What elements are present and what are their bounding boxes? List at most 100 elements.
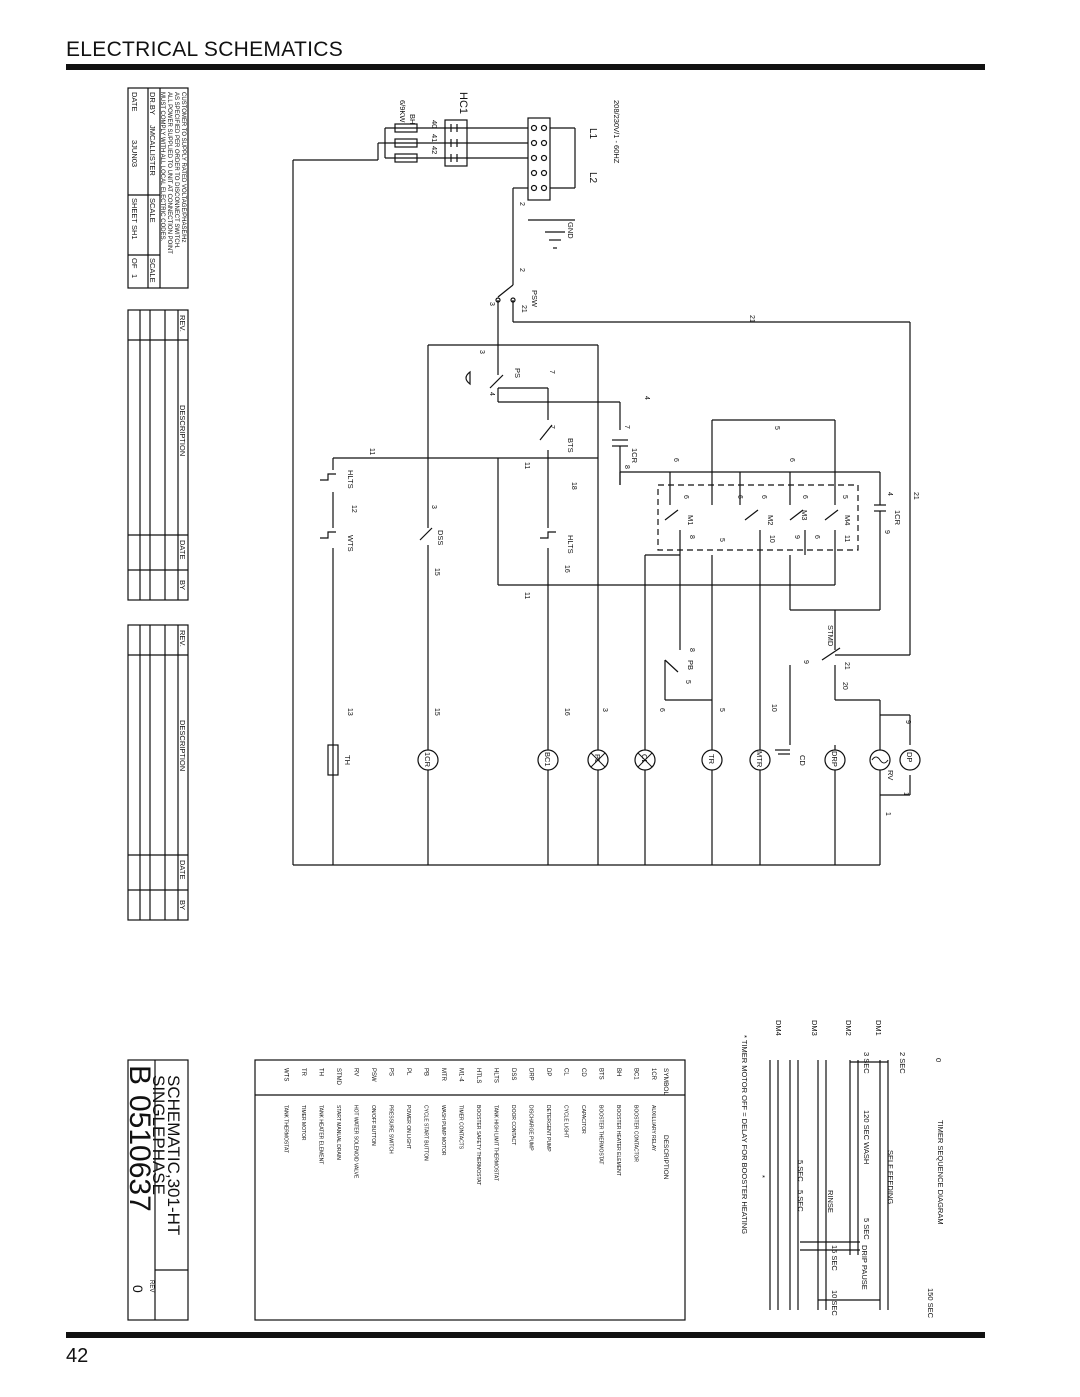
wire-number: 2: [518, 202, 525, 206]
legend-symbol: M1-4: [458, 1068, 464, 1082]
timer-note: * TIMER MOTOR OFF = DELAY FOR BOOSTER HE…: [740, 1035, 749, 1234]
rev-table-2-desc: DESCRIPTION: [178, 720, 187, 771]
legend-symbol: CD: [580, 1068, 586, 1077]
wts-label: WTS: [346, 535, 355, 552]
bc1-load-label: BC1: [543, 752, 552, 767]
wire-number: 9: [802, 660, 809, 664]
legend-symbol: RV: [353, 1068, 359, 1076]
timer-rinse: RINSE: [826, 1190, 835, 1213]
wire-number: 5: [841, 495, 848, 499]
legend-symbol: WTS: [283, 1068, 289, 1081]
m2-label: M2: [766, 515, 775, 525]
legend-description: HOT WATER SOLENOID VALVE: [353, 1105, 359, 1179]
date-label: DATE: [130, 92, 139, 111]
mtr-load-label: MTR: [755, 751, 764, 768]
heater-element-3: [394, 153, 418, 163]
dp-load-label: DP: [905, 752, 914, 762]
legend-description: AUXILLIARY RELAY: [650, 1105, 656, 1152]
legend-description: TIMER MOTOR: [300, 1105, 306, 1141]
wire-number: 4: [488, 392, 495, 396]
m2-contact: [744, 509, 759, 521]
rev-table-1-by: BY: [178, 580, 187, 590]
drawing-number: 0510637: [123, 1095, 156, 1212]
pb-switch: [664, 659, 679, 673]
wire-number: 5: [684, 680, 691, 684]
scale-value: SCALE: [148, 258, 157, 283]
legend-symbol: PSW: [370, 1068, 376, 1082]
wire-number: 21: [520, 305, 527, 313]
legend-symbol-header: SYMBOL: [662, 1068, 669, 1095]
timer-mark-10sec: 10 SEC: [830, 1290, 839, 1316]
wire-number: 15: [433, 568, 440, 576]
sheet-label: SHEET: [130, 198, 139, 223]
timer-diagram-title: TIMER SEQUENCE DIAGRAM: [936, 1120, 945, 1225]
m4-label: M4: [843, 515, 852, 525]
wire-number: 6: [658, 708, 665, 712]
wire-number: 9: [793, 535, 800, 539]
stmd-switch: [821, 647, 841, 661]
drawing-prefix: B: [123, 1065, 156, 1085]
legend-description-header: DESCRIPTION: [662, 1135, 669, 1180]
bts-switch: [539, 424, 553, 441]
l1-label: L1: [587, 128, 598, 140]
cl-load-label: CL: [640, 754, 649, 764]
dss-label: DSS: [436, 530, 445, 545]
legend-description: POWER ON LIGHT: [405, 1105, 411, 1149]
drp-load: [824, 749, 846, 771]
wire-number: 6: [801, 495, 808, 499]
hlts-2-switch: [540, 531, 556, 539]
wire-number: 11: [368, 448, 375, 455]
wire-number: 2: [518, 268, 525, 272]
legend-symbol: HTLS: [475, 1068, 481, 1083]
legend-symbol: TR: [300, 1068, 306, 1077]
bh-label: BH: [408, 114, 417, 124]
rev-table-2-rev: REV.: [178, 630, 187, 647]
mtr-load: [749, 749, 771, 771]
customer-note-3: ALL POWER SUPPLIED TO UNIT AT CONNECTION…: [166, 92, 172, 254]
wire-number: 11: [523, 462, 530, 469]
wire-number: 20: [841, 682, 848, 690]
title-block-frame: [127, 87, 189, 289]
bts-label: BTS: [566, 438, 575, 453]
date-value: 3JUN03: [130, 140, 139, 167]
timer-row-dm4: DM4: [774, 1020, 783, 1036]
timer-mark-15sec: 15 SEC: [830, 1245, 839, 1271]
wire-number: 21: [843, 662, 850, 670]
bc1-load: [537, 749, 559, 771]
wire-number: 10: [770, 704, 777, 712]
ps-label: PS: [513, 368, 522, 378]
terminal-block: [527, 117, 551, 201]
gnd-label: GND: [566, 222, 575, 239]
legend-description: BOOSTER THERMOSTAT: [598, 1105, 604, 1164]
cr-right-label: 1CR: [893, 510, 902, 526]
wire-number: 1: [902, 792, 909, 796]
rev-table-2-date: DATE: [178, 860, 187, 879]
tr-load: [701, 749, 723, 771]
rev-table-2-by: BY: [178, 900, 187, 910]
timer-drip-pause: DRIP PAUSE: [860, 1245, 869, 1290]
hlts-2-label: HLTS: [566, 535, 575, 554]
drawing-rev: 0: [130, 1285, 146, 1293]
wire-number: 8: [688, 648, 695, 652]
legend-symbol: PB: [423, 1068, 429, 1076]
legend-description: START MANUAL DRAIN: [335, 1105, 341, 1160]
revision-table-1: [127, 309, 189, 601]
customer-note-2: AS SPECIFIED PER ORDER TO DISCONNECT SWI…: [173, 92, 179, 249]
timer-start: 0: [934, 1058, 943, 1062]
supply-voltage-label: 208/230V/1 - 60HZ: [612, 100, 621, 164]
legend-symbol: TH: [318, 1068, 324, 1076]
wire-number: 6: [813, 535, 820, 539]
legend-symbol: BC1: [633, 1068, 639, 1080]
legend-symbol: STMD: [335, 1068, 341, 1086]
timer-self-feeding: SELF FEEDING: [886, 1150, 895, 1204]
timer-asterisk: *: [758, 1175, 767, 1178]
drawing-title: SCHEMATIC,301-HT: [164, 1075, 183, 1235]
heater-element-2: [394, 138, 418, 148]
wire-number: 18: [570, 482, 577, 490]
revision-table-2: [127, 624, 189, 921]
of-label: OF: [130, 258, 139, 269]
ps-switch: [489, 374, 504, 389]
m1-label: M1: [686, 515, 695, 525]
legend-symbol: DSS: [510, 1068, 516, 1080]
of-value: 1: [130, 274, 139, 278]
